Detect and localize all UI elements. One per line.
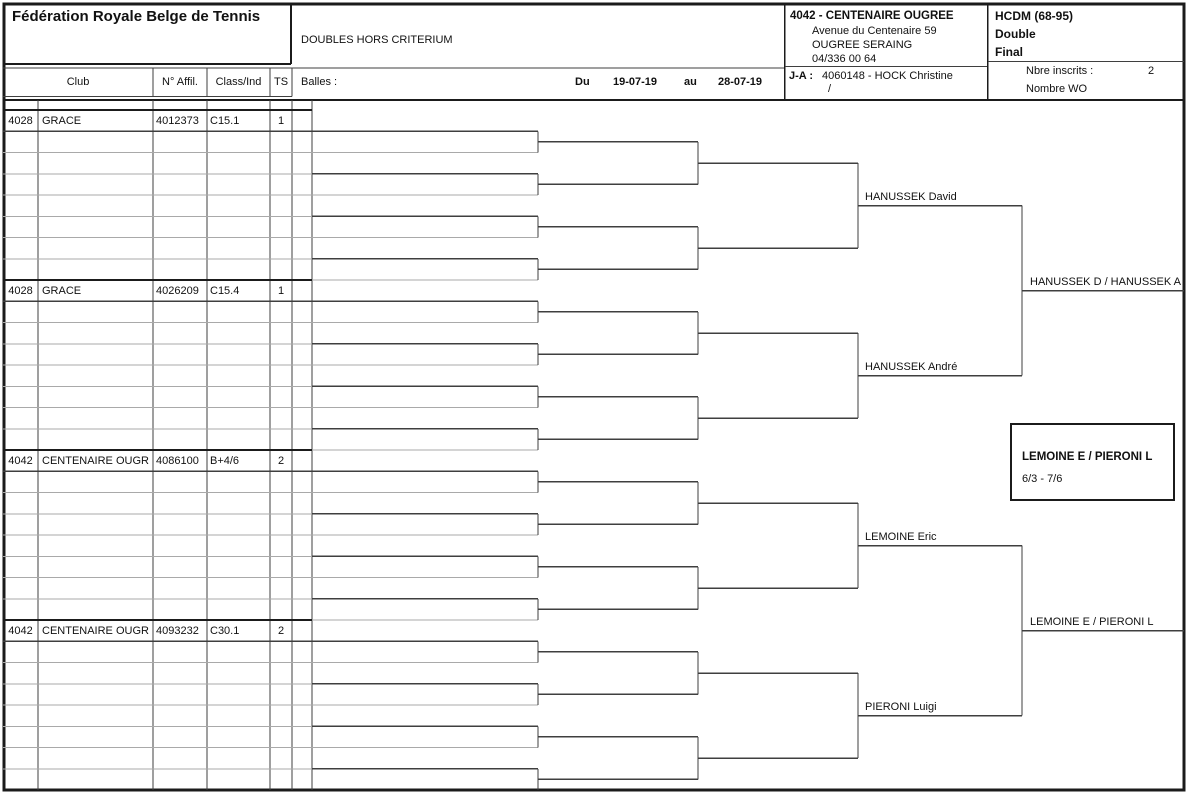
entry-club-name: CENTENAIRE OUGR	[42, 625, 149, 637]
entry-ts: 1	[277, 115, 285, 127]
winner-score: 6/3 - 7/6	[1022, 473, 1063, 485]
judge-arbiter-value2: /	[828, 83, 832, 95]
club-address-line2: OUGREE SERAING	[812, 39, 913, 51]
semifinal-player-name: HANUSSEK André	[865, 361, 958, 374]
balles-label: Balles :	[301, 76, 338, 88]
entry-classement: C15.4	[210, 285, 240, 297]
winner-team-name: LEMOINE E / PIERONI L	[1022, 451, 1153, 463]
column-header-class: Class/Ind	[215, 76, 262, 88]
club-phone: 04/336 00 64	[812, 53, 877, 65]
entry-club-name: GRACE	[42, 285, 82, 297]
final-team-name: LEMOINE E / PIERONI L	[1030, 616, 1154, 629]
entry-club-number: 4042	[8, 455, 33, 467]
entry-club-number: 4028	[8, 115, 33, 127]
wo-label: Nombre WO	[1026, 83, 1088, 95]
semifinal-player-name: PIERONI Luigi	[865, 701, 937, 714]
judge-arbiter-label: J-A :	[789, 70, 814, 82]
entry-affiliation: 4093232	[156, 625, 199, 637]
entry-club-name: GRACE	[42, 115, 82, 127]
entry-affiliation: 4026209	[156, 285, 199, 297]
date-from-value: 19-07-19	[613, 76, 658, 88]
entry-club-number: 4042	[8, 625, 33, 637]
column-header-ts: TS	[273, 76, 289, 88]
semifinal-player-name: LEMOINE Eric	[865, 531, 937, 544]
category-title: HCDM (68-95)	[995, 9, 1074, 23]
entry-affiliation: 4086100	[156, 455, 199, 467]
club-code-name: 4042 - CENTENAIRE OUGREE	[790, 10, 954, 22]
date-to-value: 28-07-19	[718, 76, 763, 88]
entry-affiliation: 4012373	[156, 115, 199, 127]
entry-ts: 2	[277, 455, 285, 467]
entry-club-number: 4028	[8, 285, 33, 297]
category-round: Final	[995, 45, 1024, 59]
final-team-name: HANUSSEK D / HANUSSEK A	[1030, 276, 1181, 289]
semifinal-player-name: HANUSSEK David	[865, 191, 957, 204]
inscrits-value: 2	[1148, 65, 1155, 77]
inscrits-label: Nbre inscrits :	[1026, 65, 1094, 77]
entry-classement: C15.1	[210, 115, 240, 127]
column-header-club: Club	[66, 76, 90, 88]
entry-classement: C30.1	[210, 625, 240, 637]
judge-arbiter-value: 4060148 - HOCK Christine	[822, 70, 953, 82]
entry-ts: 1	[277, 285, 285, 297]
date-from-label: Du	[575, 76, 590, 88]
page-border	[2, 2, 1186, 792]
category-type: Double	[995, 27, 1036, 41]
entry-ts: 2	[277, 625, 285, 637]
date-to-label: au	[684, 76, 697, 88]
event-title: DOUBLES HORS CRITERIUM	[301, 34, 453, 46]
club-address-line1: Avenue du Centenaire 59	[812, 25, 937, 37]
winner-box: LEMOINE E / PIERONI L 6/3 - 7/6	[1010, 423, 1175, 501]
column-header-affil: N° Affil.	[162, 76, 198, 88]
entry-classement: B+4/6	[210, 455, 240, 467]
federation-title: Fédération Royale Belge de Tennis	[12, 8, 261, 25]
entry-club-name: CENTENAIRE OUGR	[42, 455, 149, 467]
